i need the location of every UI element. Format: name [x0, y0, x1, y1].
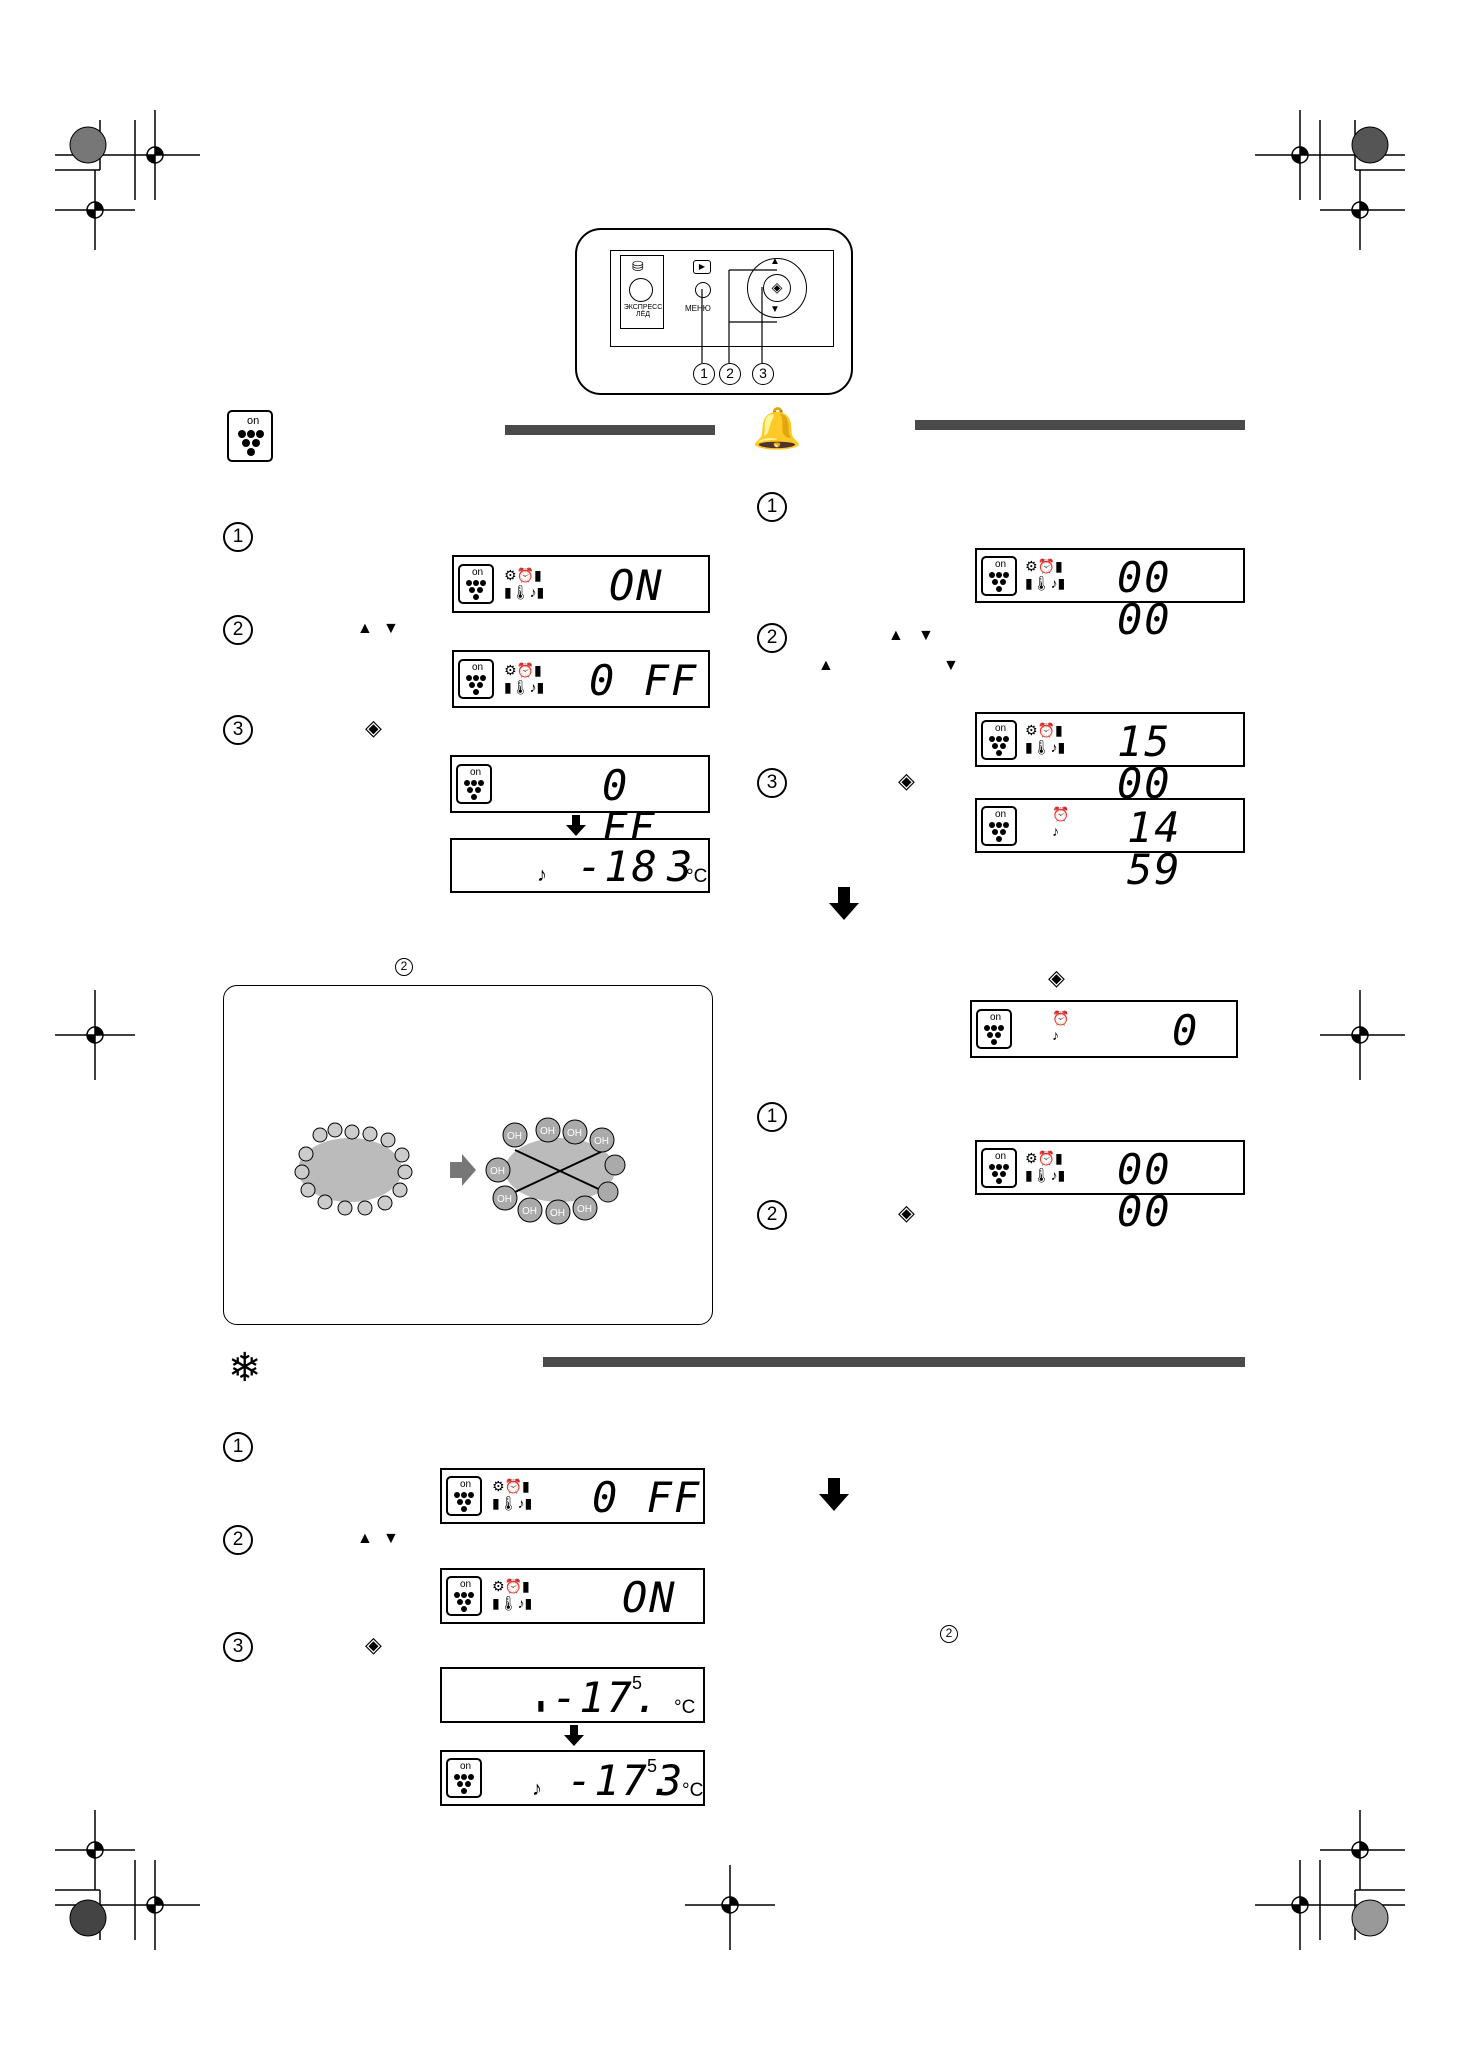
ok-diamond-icon: ◈: [365, 1632, 382, 1657]
timer-step-2: 2: [757, 623, 787, 653]
ion-diagram: OH OH OH OH OH OH OH OH OH: [294, 1117, 626, 1225]
express-ice-icon: ⛁: [632, 258, 644, 274]
lcd-value: 14 59: [1127, 803, 1182, 894]
ion-step-3: 3: [223, 715, 253, 745]
ok-diamond-icon: ◈: [365, 715, 382, 740]
alarm-stop-step-1: 1: [757, 1102, 787, 1132]
down-arrow-icon: ▼: [918, 627, 934, 644]
timer-step-3: 3: [757, 768, 787, 798]
lcd-ion-off: on ⚙⏰▮▮🌡♪▮ 0 FF: [452, 650, 710, 708]
lcd-freeze-temp: ▮ -17. 5 °C: [440, 1667, 705, 1723]
control-panel: ⛁ ЭКСПРЕСС ЛЁД ▶ МЕНЮ ▲ ▼ ◈ 1 2 3: [575, 228, 853, 395]
lcd-value: -18: [577, 842, 659, 891]
lcd-value: -17.: [567, 1756, 677, 1805]
lcd-freeze-on: on ⚙⏰▮▮🌡♪▮ ON: [440, 1568, 705, 1624]
down-arrow-icon: [829, 887, 859, 920]
svg-text:OH: OH: [577, 1204, 592, 1215]
lcd-timer-zero-2: on ⚙⏰▮▮🌡♪▮ 00 00: [975, 1140, 1245, 1233]
svg-text:OH: OH: [507, 1131, 522, 1142]
express-ice-button[interactable]: [629, 278, 653, 302]
svg-text:OH: OH: [490, 1166, 505, 1177]
ok-button[interactable]: ◈: [763, 274, 791, 302]
menu-button[interactable]: [695, 282, 711, 298]
lcd-value: 0 FF: [602, 761, 657, 852]
lcd-value: 00 00: [1117, 553, 1172, 644]
snowflake-icon: ❄: [228, 1346, 262, 1390]
svg-text:OH: OH: [594, 1136, 609, 1147]
callout-2: 2: [719, 363, 741, 385]
ion-step-1: 1: [223, 522, 253, 552]
lcd-value: 15 00: [1117, 717, 1172, 808]
lcd-digit: 3: [667, 842, 695, 891]
lcd-value: -17.: [552, 1673, 662, 1722]
timer-step-1: 1: [757, 492, 787, 522]
callout-3: 3: [752, 363, 774, 385]
alarm-bell-icon: 🔔: [752, 407, 802, 451]
menu-label: МЕНЮ: [685, 304, 711, 313]
svg-text:OH: OH: [522, 1206, 537, 1217]
down-arrow-icon: ▼: [943, 657, 959, 674]
alarm-section-rule: [915, 420, 1245, 430]
lcd-ion-off-confirm: on 0 FF: [450, 755, 710, 849]
up-arrow-icon: ▲: [357, 1530, 373, 1547]
lcd-ion-temp: ♪ -18 3 °C: [450, 838, 710, 893]
play-icon: ▶: [693, 260, 711, 274]
ion-section-icon: on: [227, 410, 273, 462]
lcd-timer-set: on ⚙⏰▮▮🌡♪▮ 15 00: [975, 712, 1245, 805]
up-arrow-icon: ▲: [357, 620, 373, 637]
lcd-timer-zero: on ⚙⏰▮▮🌡♪▮ 00 00: [975, 548, 1245, 641]
lcd-value: 0: [1172, 1006, 1200, 1055]
svg-text:OH: OH: [567, 1128, 582, 1139]
freeze-section-rule: [543, 1357, 1245, 1367]
express-ice-label: ЭКСПРЕСС ЛЁД: [623, 304, 663, 318]
ion-section-rule: [505, 425, 715, 435]
freeze-step-1: 1: [223, 1432, 253, 1462]
express-ice-button-frame: [620, 255, 664, 329]
lcd-value: 0 FF: [589, 656, 699, 705]
ref-step-circle-bottom: 2: [940, 1625, 958, 1643]
lcd-alarm-zero: on ⏰♪ 0: [970, 1000, 1238, 1058]
svg-text:OH: OH: [550, 1208, 565, 1219]
freeze-step-2: 2: [223, 1525, 253, 1555]
lcd-ion-on: on ⚙⏰▮▮🌡♪▮ ON: [452, 555, 710, 613]
up-arrow-icon: ▲: [888, 627, 904, 644]
down-arrow-icon[interactable]: ▼: [770, 304, 780, 315]
lcd-value: ON: [622, 1573, 677, 1622]
up-arrow-icon: ▲: [818, 657, 834, 674]
ok-diamond-icon: ◈: [898, 1200, 915, 1225]
ref-step-circle: 2: [395, 958, 413, 976]
lcd-value: ON: [609, 561, 664, 610]
lcd-timer-count: on ⏰♪ 14 59: [975, 798, 1245, 891]
svg-text:OH: OH: [497, 1194, 512, 1205]
ion-step-2: 2: [223, 615, 253, 645]
down-arrow-icon: [566, 815, 586, 836]
ion-info-box: [223, 985, 713, 1325]
ok-diamond-icon: ◈: [1048, 965, 1065, 990]
nav-ring[interactable]: [747, 258, 807, 318]
lcd-freeze-off: on ⚙⏰▮▮🌡♪▮ 0 FF: [440, 1468, 705, 1524]
down-arrow-icon: ▼: [383, 620, 399, 637]
freeze-step-3: 3: [223, 1632, 253, 1662]
lcd-value: 00 00: [1117, 1145, 1172, 1236]
lcd-value: 0 FF: [592, 1473, 702, 1522]
down-arrow-icon: ▼: [383, 1530, 399, 1547]
alarm-stop-step-2: 2: [757, 1200, 787, 1230]
down-arrow-icon: [564, 1725, 584, 1746]
down-arrow-icon: [819, 1478, 849, 1511]
callout-1: 1: [693, 363, 715, 385]
up-arrow-icon[interactable]: ▲: [770, 256, 780, 267]
svg-text:OH: OH: [540, 1126, 555, 1137]
lcd-freeze-temp-2: on ♪ -17. 5 3 °C: [440, 1750, 705, 1806]
ok-diamond-icon: ◈: [898, 768, 915, 793]
